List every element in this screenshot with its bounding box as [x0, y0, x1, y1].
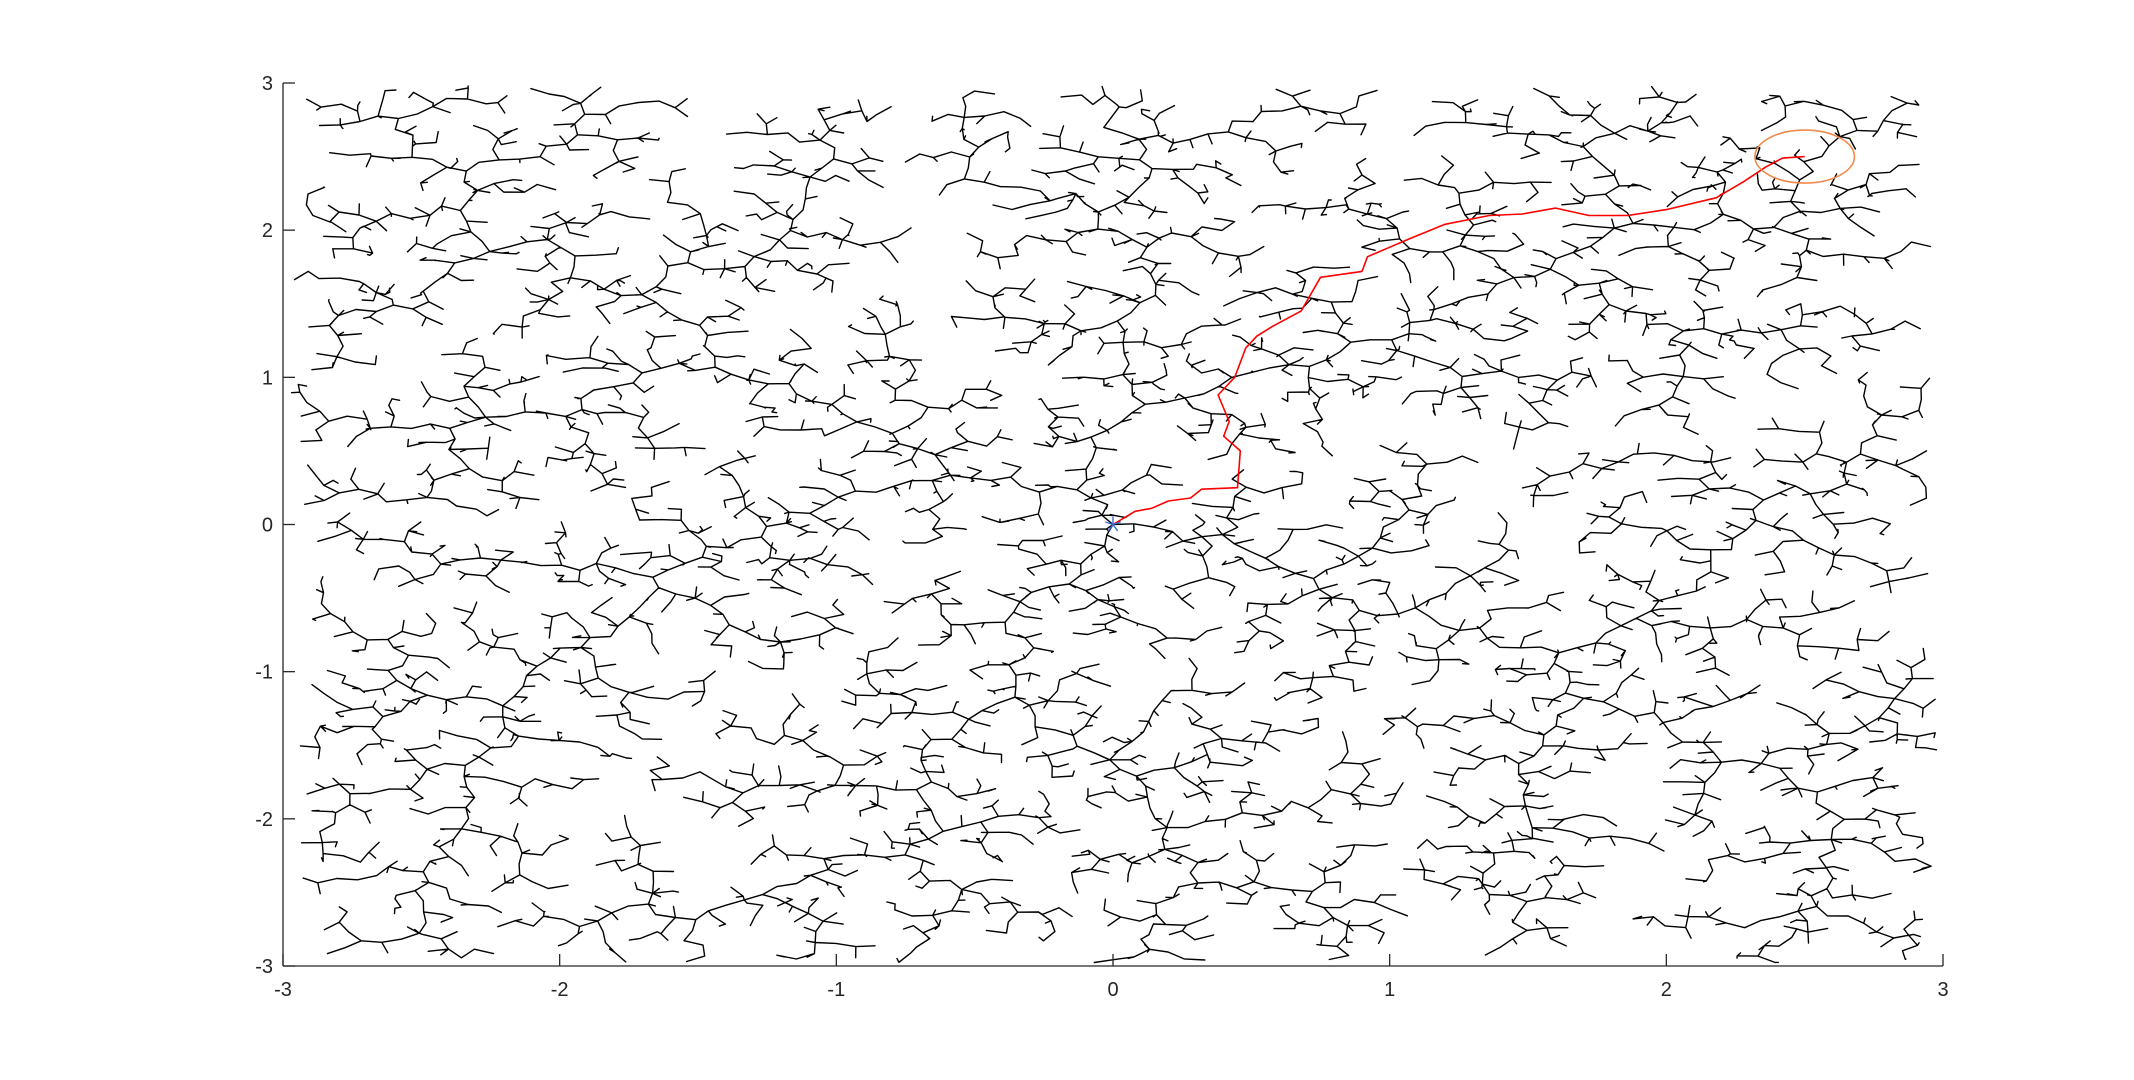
- x-tick-label: -2: [551, 979, 569, 1001]
- start-marker: [1105, 516, 1121, 532]
- goal-region-circle: [1754, 129, 1856, 184]
- y-tick-label: -1: [255, 662, 273, 684]
- y-tick-label: -3: [255, 956, 273, 978]
- solution-path-line: [1112, 155, 1805, 526]
- x-tick-label: 3: [1937, 979, 1948, 1001]
- solution-path: [1112, 155, 1805, 526]
- x-tick-label: 0: [1107, 979, 1118, 1001]
- x-tick-label: -1: [827, 979, 845, 1001]
- y-tick-label: 3: [262, 73, 273, 95]
- x-tick-label: 1: [1384, 979, 1395, 1001]
- markers: [1105, 129, 1856, 532]
- x-tick-label: 2: [1661, 979, 1672, 1001]
- y-tick-label: 1: [262, 367, 273, 389]
- y-tick-label: 0: [262, 515, 273, 537]
- y-tick-label: -2: [255, 809, 273, 831]
- tree-edges: [290, 85, 1938, 964]
- x-tick-label: -3: [274, 979, 292, 1001]
- tree-branches: [290, 85, 1938, 964]
- axes: -3 -2 -1 0 1 2 3 -3 -2 -1 0 1 2 3: [255, 73, 1948, 1001]
- y-tick-label: 2: [262, 220, 273, 242]
